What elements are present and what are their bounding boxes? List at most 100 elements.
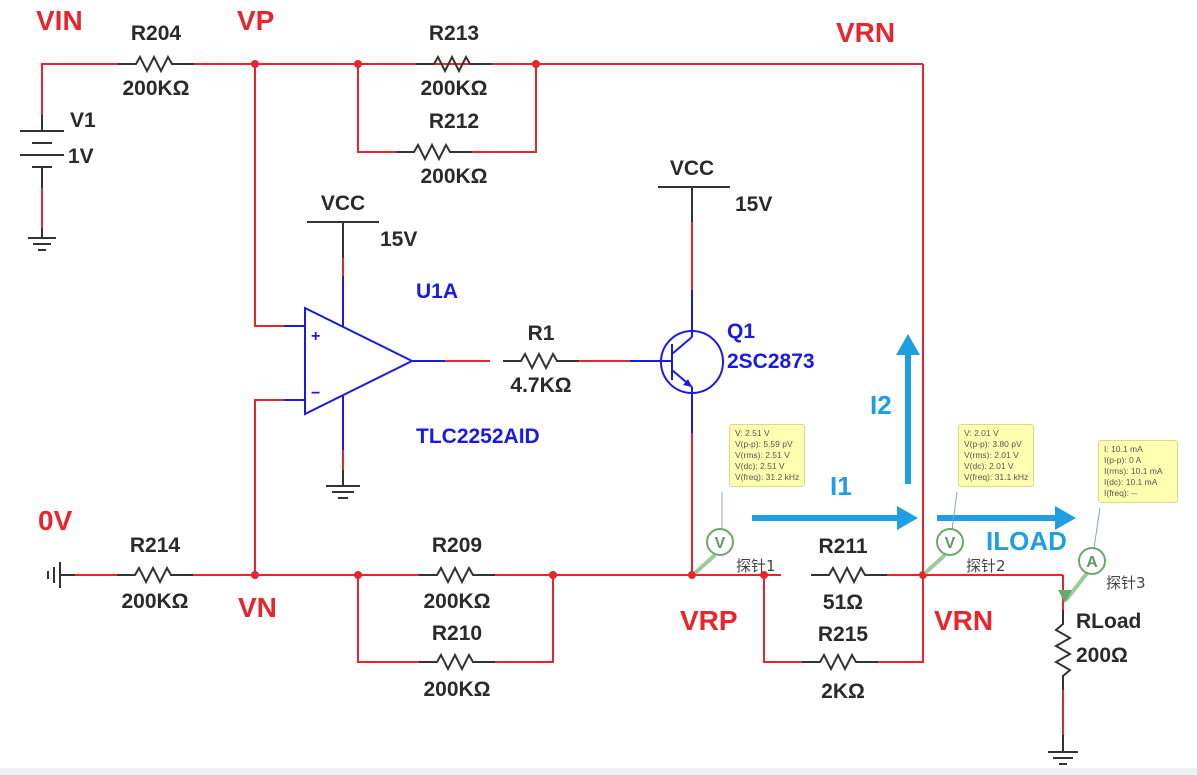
current-label-i1: I1 [830, 471, 852, 501]
ground-icon [1048, 735, 1078, 765]
arrow-iload [937, 506, 1076, 530]
net-label-vn: VN [238, 592, 277, 623]
probe-2-line: V(freq): 31.1 kHz [964, 472, 1029, 482]
r1-value: 4.7KΩ [510, 374, 571, 397]
probe-1-line: V(dc): 2.51 V [735, 461, 785, 471]
resistor-r215[interactable] [801, 654, 879, 670]
r215-value: 2KΩ [821, 680, 865, 703]
probe-2-line: V(dc): 2.01 V [964, 461, 1014, 471]
r209-value: 200KΩ [423, 590, 490, 613]
vcc-opamp [307, 221, 379, 276]
probe-3-line: I(freq): -- [1104, 488, 1138, 498]
r209-ref: R209 [432, 534, 482, 557]
resistor-r214[interactable] [116, 567, 194, 583]
q1-part: 2SC2873 [727, 350, 815, 373]
probe-2-line: V(rms): 2.01 V [964, 450, 1019, 460]
r214-value: 200KΩ [121, 590, 188, 613]
r212-ref: R212 [429, 110, 479, 133]
probe-3-symbol: A [1086, 554, 1098, 571]
u1a-part: TLC2252AID [416, 425, 540, 448]
q1-ref: Q1 [727, 320, 755, 343]
battery-v1[interactable] [20, 115, 64, 238]
r1-ref: R1 [528, 322, 555, 345]
vcc-q1-value: 15V [735, 193, 772, 216]
net-label-vrp: VRP [680, 605, 738, 636]
probe-2-marker[interactable]: V 探针2 [923, 491, 1006, 575]
opamp-plus-sign: + [311, 328, 320, 345]
probe-1-marker[interactable]: V 探针1 [693, 492, 776, 575]
r210-ref: R210 [432, 622, 482, 645]
r211-value: 51Ω [823, 591, 863, 614]
r210-value: 200KΩ [423, 678, 490, 701]
probe-1-line: V(rms): 2.51 V [735, 450, 790, 460]
opamp-minus-sign: − [311, 385, 320, 402]
r213-ref: R213 [429, 22, 479, 45]
arrow-i2 [896, 334, 920, 484]
rload-ref: RLoad [1076, 610, 1141, 633]
probe-2-name: 探针2 [966, 557, 1006, 575]
rload-value: 200Ω [1076, 644, 1128, 667]
probe-1-name: 探针1 [736, 557, 776, 575]
wire-vn [254, 399, 284, 575]
probe-1-readout: V: 2.51 V V(p-p): 5.59 pV V(rms): 2.51 V… [729, 424, 806, 487]
resistor-r209[interactable] [418, 567, 496, 583]
junction-vrp [688, 571, 696, 579]
opamp-u1a[interactable] [304, 250, 415, 450]
vcc-q1-label: VCC [670, 157, 714, 180]
arrow-i1 [752, 506, 918, 530]
probe-3-name: 探针3 [1106, 574, 1146, 592]
probe-3-marker[interactable]: A 探针3 [1058, 507, 1146, 603]
v1-value: 1V [68, 145, 94, 168]
resistor-rload[interactable] [1053, 610, 1073, 690]
r212-value: 200KΩ [420, 165, 487, 188]
probe-3-readout: I: 10.1 mA I(p-p): 0 A I(rms): 10.1 mA I… [1098, 440, 1178, 503]
probe-2-symbol: V [945, 535, 956, 552]
net-label-vrn-top: VRN [836, 17, 895, 48]
ground-icon [326, 450, 360, 499]
junction [532, 60, 540, 68]
junction [354, 571, 362, 579]
junction [549, 571, 557, 579]
probe-3-line: I(rms): 10.1 mA [1104, 466, 1163, 476]
resistor-r204[interactable] [117, 56, 195, 72]
junction-vn [251, 571, 259, 579]
ground-icon [28, 237, 56, 251]
r211-ref: R211 [818, 535, 867, 558]
r204-ref: R204 [131, 22, 182, 45]
u1a-ref: U1A [416, 280, 458, 303]
probe-1-line: V(freq): 31.2 kHz [735, 472, 800, 482]
probe-1-line: V: 2.51 V [735, 428, 770, 438]
probe-2-line: V(p-p): 3.80 pV [964, 439, 1022, 449]
transistor-q1[interactable] [660, 290, 724, 433]
vcc-opamp-value: 15V [380, 228, 417, 251]
resistor-r210[interactable] [418, 654, 496, 670]
probe-1-symbol: V [715, 535, 726, 552]
probe-3-line: I(p-p): 0 A [1104, 455, 1142, 465]
current-label-iload: ILOAD [986, 526, 1067, 556]
r215-ref: R215 [818, 623, 869, 646]
vcc-q1 [658, 186, 730, 290]
probe-3-line: I(dc): 10.1 mA [1104, 477, 1158, 487]
resistor-r212[interactable] [395, 144, 473, 160]
v1-ref: V1 [70, 109, 96, 132]
probe-3-line: I: 10.1 mA [1104, 444, 1143, 454]
probe-2-readout: V: 2.01 V V(p-p): 3.80 pV V(rms): 2.01 V… [958, 424, 1035, 487]
resistor-r211[interactable] [810, 567, 888, 583]
wire-r212-loop [357, 64, 537, 153]
resistor-r1[interactable] [502, 353, 580, 369]
probe-2-line: V: 2.01 V [964, 428, 999, 438]
junction [354, 60, 362, 68]
vcc-opamp-label: VCC [321, 192, 365, 215]
r204-value: 200KΩ [122, 77, 189, 100]
probe-1-line: V(p-p): 5.59 pV [735, 439, 793, 449]
ground-icon [47, 562, 75, 588]
wire-vp [254, 64, 284, 327]
r213-value: 200KΩ [420, 77, 487, 100]
net-label-vrn-bottom: VRN [934, 605, 993, 636]
bottom-edge-bar [0, 768, 1197, 775]
net-label-vp: VP [237, 5, 274, 36]
net-label-0v: 0V [38, 505, 73, 536]
net-label-vin: VIN [36, 5, 83, 36]
r214-ref: R214 [130, 534, 181, 557]
